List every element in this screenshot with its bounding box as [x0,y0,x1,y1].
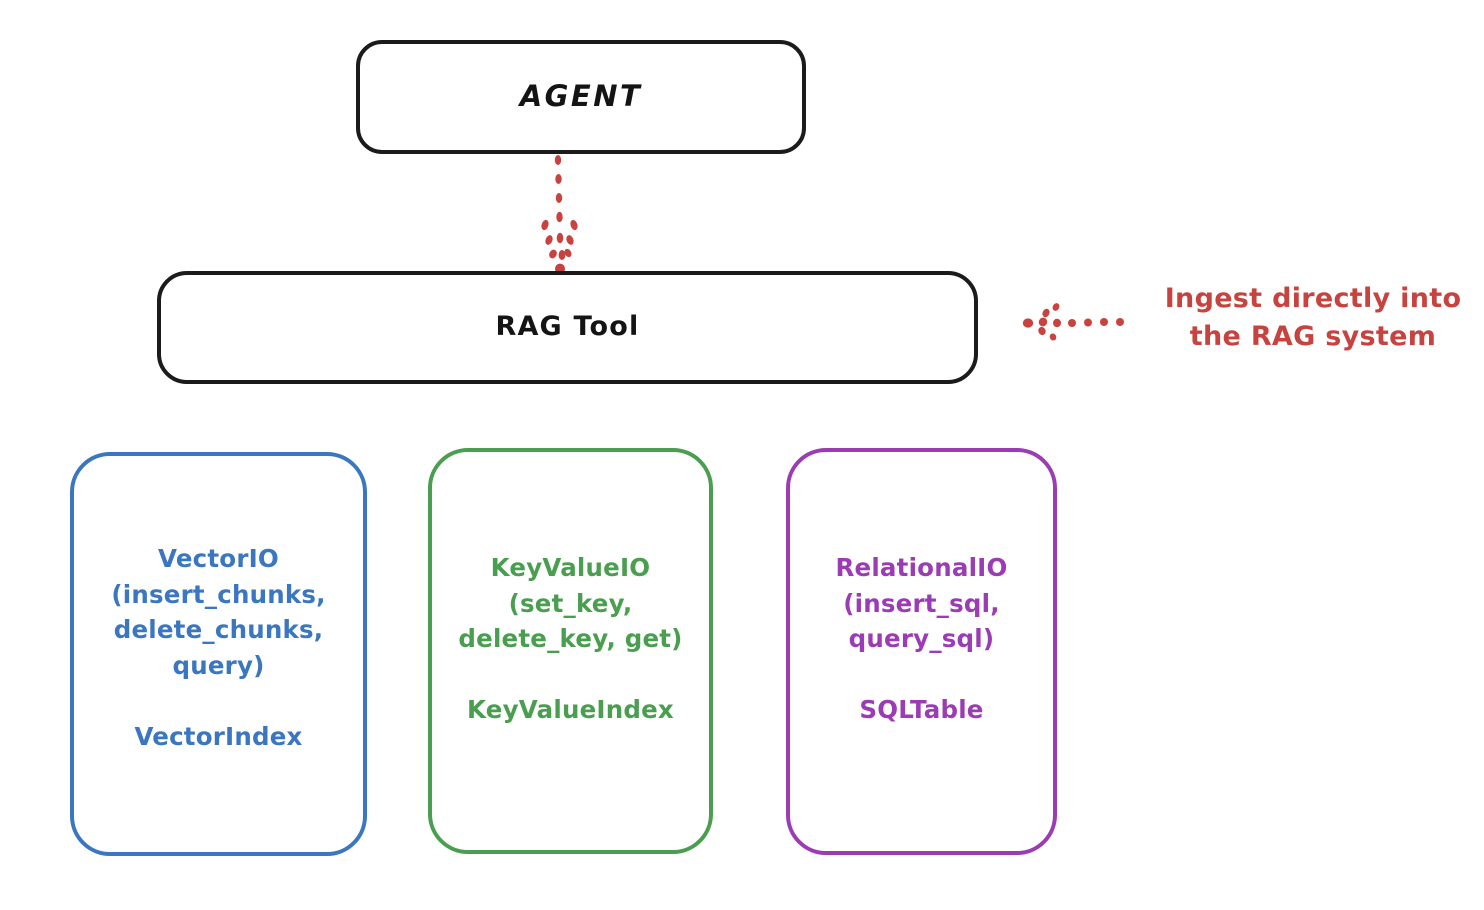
node-rag-tool[interactable]: RAG Tool [157,271,978,384]
connector-ingest-arrow [1022,303,1124,341]
node-keyvalue-io-label: KeyValueIO (set_key, delete_key, get) Ke… [458,553,683,725]
node-rag-tool-label: RAG Tool [495,311,640,343]
node-vector-io[interactable]: VectorIO (insert_chunks, delete_chunks, … [70,452,367,856]
connector-agent-to-rag-tool [541,155,578,275]
node-agent-label: AGENT [519,79,643,114]
node-relational-io[interactable]: RelationalIO (insert_sql, query_sql) SQL… [786,448,1057,855]
node-agent[interactable]: AGENT [356,40,806,154]
node-relational-io-label: RelationalIO (insert_sql, query_sql) SQL… [835,553,1008,725]
node-keyvalue-io[interactable]: KeyValueIO (set_key, delete_key, get) Ke… [428,448,713,854]
node-vector-io-label: VectorIO (insert_chunks, delete_chunks, … [111,544,326,751]
annotation-ingest-directly: Ingest directly into the RAG system [1164,283,1462,353]
